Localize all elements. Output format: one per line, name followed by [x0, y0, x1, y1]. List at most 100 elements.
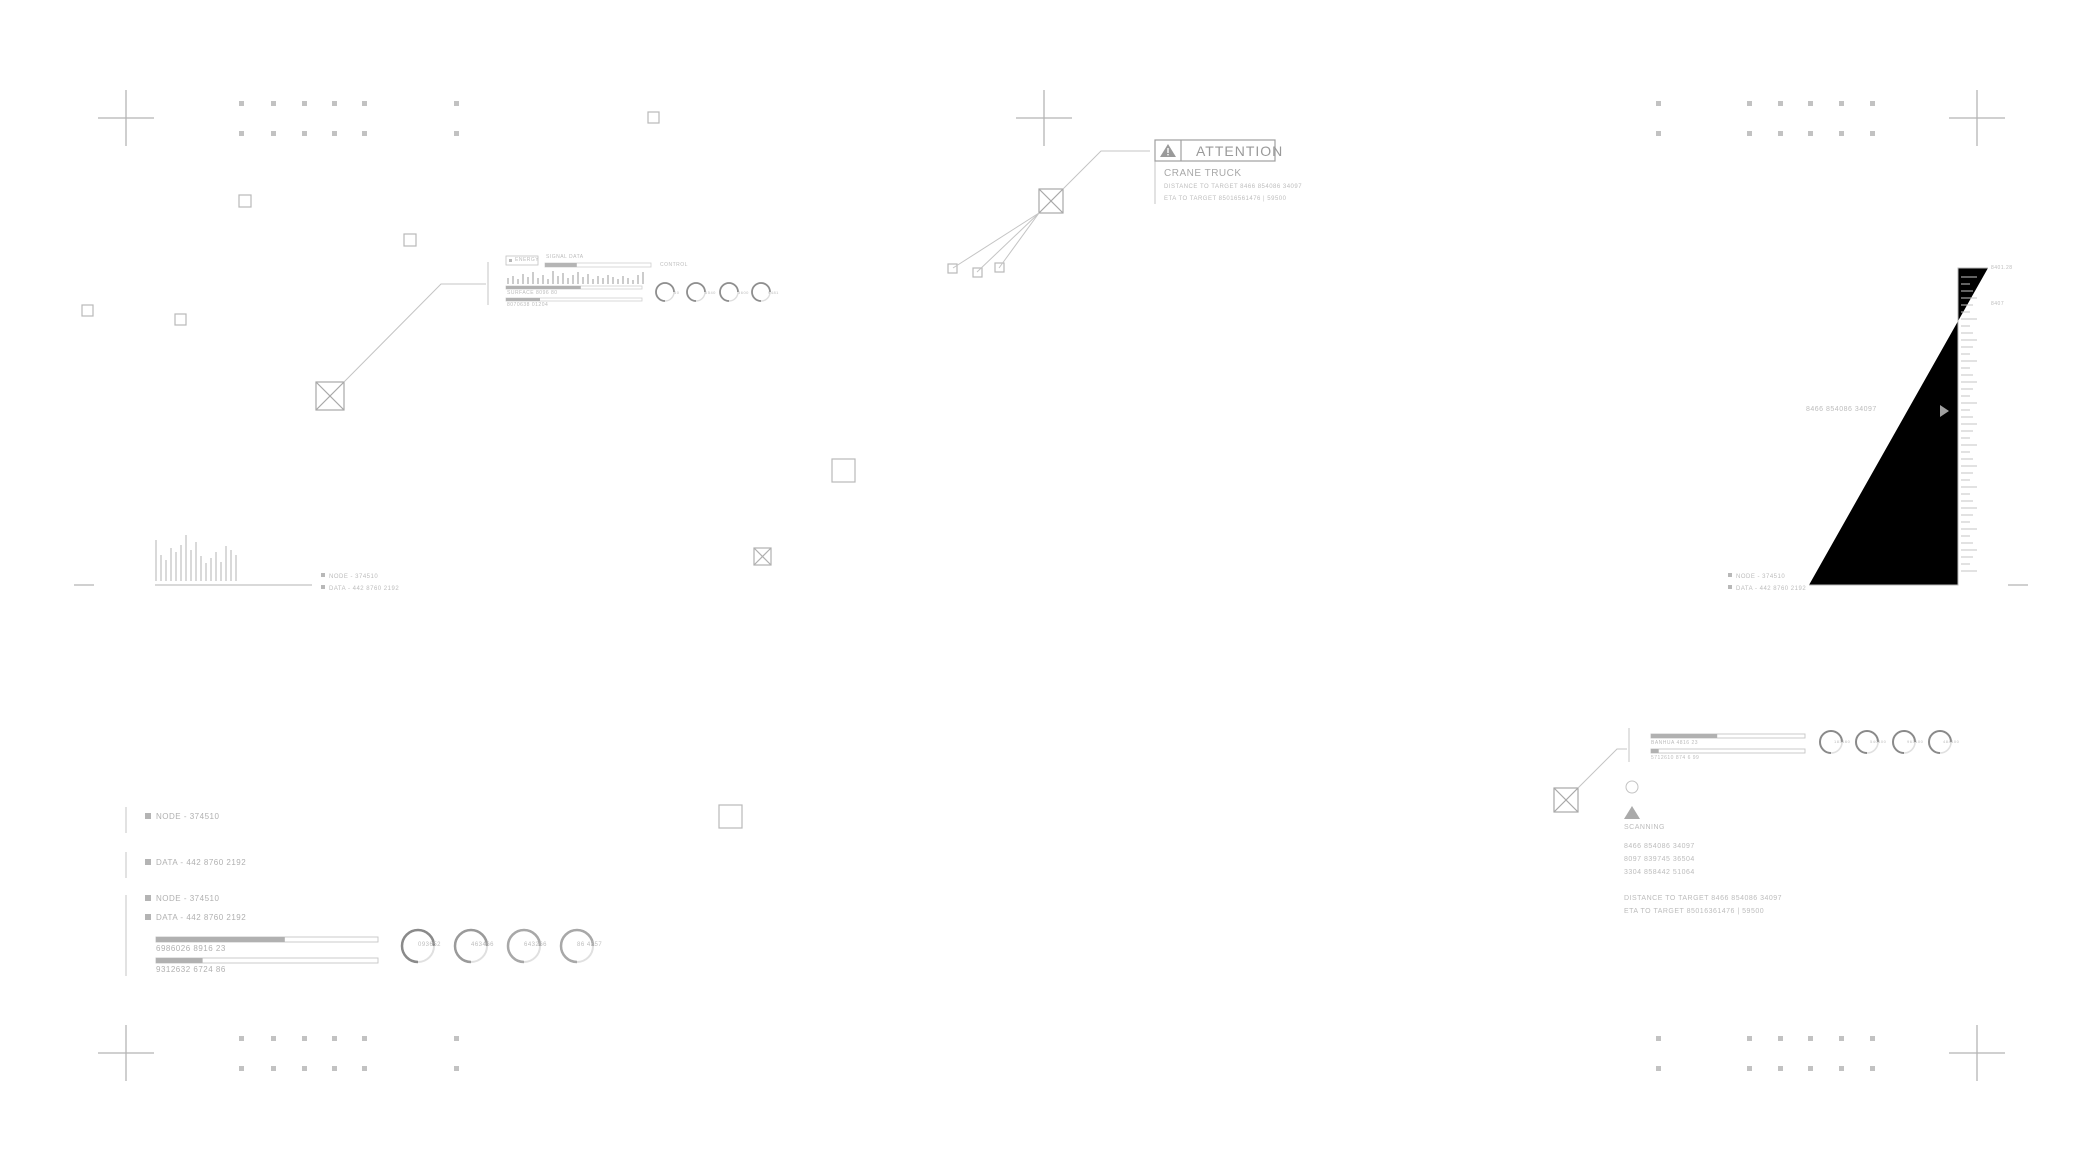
crosshair-icon: [1949, 1025, 2005, 1081]
alert-subject: CRANE TRUCK: [1164, 168, 1242, 179]
gauge-label: 643266: [524, 942, 548, 948]
signal-bar2-label: 8070638 01204: [507, 302, 549, 308]
node-line: NODE - 374510: [145, 894, 219, 903]
dot-grid: [1656, 101, 1875, 136]
node-line: NODE - 374510: [321, 574, 378, 580]
signal-status: CONTROL: [660, 262, 688, 268]
gauge-label: 963100: [1907, 739, 1924, 744]
signal-bars: [507, 271, 644, 284]
bl-bars: [155, 936, 379, 964]
target-box-icon: [1038, 188, 1064, 214]
signal-panel: [505, 255, 652, 302]
bl-bar2-label: 9312632 6724 86: [156, 965, 226, 974]
marker-square: [831, 458, 856, 483]
marker-square: [994, 262, 1005, 273]
scale-ticks: [1961, 276, 1977, 572]
data-line: DATA - 442 8760 2192: [145, 913, 246, 922]
dot-grid: [239, 101, 459, 136]
gauge-label: 463466: [471, 942, 495, 948]
alert-distance: DISTANCE TO TARGET 8466 854086 34097: [1164, 184, 1303, 190]
alert-title: ATTENTION: [1196, 143, 1284, 159]
crosshair-icon: [98, 90, 154, 146]
marker-square: [947, 263, 958, 274]
play-arrow-icon: [1940, 405, 1949, 417]
data-line: DATA - 442 8760 2192: [321, 586, 399, 592]
bl-bar1-label: 6986026 8916 23: [156, 944, 226, 953]
gauge-label: 40: [674, 290, 680, 295]
marker-square: [647, 111, 660, 124]
gauge-ring: [655, 282, 675, 302]
signal-bar1-label: SURFACE 8096 80: [507, 290, 558, 296]
leader-line: [1577, 728, 1630, 789]
br-bar2-fill: [1651, 749, 1659, 753]
scan-line: 3304 858442 51064: [1624, 869, 1695, 876]
gauge-ring: [1892, 730, 1916, 754]
scan-eta: ETA TO TARGET 85016361476 | 59500: [1624, 908, 1765, 915]
signal-badge: ENERGY: [515, 257, 540, 263]
gauge-ring: [1855, 730, 1879, 754]
br-bar1-fill: [1651, 734, 1718, 738]
br-bar1-label: BANHUA 4816 23: [1651, 740, 1699, 746]
gauge-label: 6540: [705, 290, 716, 295]
signal-top-fill: [545, 263, 577, 267]
marker-square: [403, 233, 417, 247]
gauge-ring: [719, 282, 739, 302]
warning-triangle-icon: [1160, 144, 1176, 157]
gauge-ring: [686, 282, 706, 302]
scale-label: 8407: [1991, 301, 2005, 307]
vertical-scale: [1809, 267, 1988, 586]
gauge-label: 540400: [1870, 739, 1887, 744]
scan-distance: DISTANCE TO TARGET 8466 854086 34097: [1624, 895, 1783, 902]
target-box-icon: [315, 381, 345, 411]
crosshair-icon: [98, 1025, 154, 1081]
gauge-label: 093652: [418, 942, 442, 948]
bl-bar2-fill: [156, 958, 203, 963]
bl-bar1-fill: [156, 937, 285, 942]
scan-line: 8097 839745 36504: [1624, 856, 1695, 863]
spike-graph: [155, 535, 312, 586]
data-line: DATA - 442 8760 2192: [145, 858, 246, 867]
gauge-label: 484400: [1943, 739, 1960, 744]
br-bar2-label: 5712610 874 6 99: [1651, 755, 1700, 761]
br-bars: [1650, 733, 1806, 754]
gauge-ring: [559, 928, 595, 964]
scan-ring-icon: [1625, 780, 1639, 794]
marker-square: [718, 804, 743, 829]
gauge-label: 86 4357: [577, 942, 603, 948]
dot-grid: [1656, 1036, 1875, 1071]
alert-eta: ETA TO TARGET 85016561476 | 59500: [1164, 196, 1287, 202]
marker-square: [972, 267, 983, 278]
gauge-ring: [1928, 730, 1952, 754]
scan-line: 8466 854086 34097: [1624, 843, 1695, 850]
marker-square: [81, 304, 94, 317]
signal-bar1-fill: [506, 286, 581, 289]
gauge-label: 183460: [1834, 739, 1851, 744]
marker-square: [238, 194, 252, 208]
leader-line: [952, 143, 1156, 273]
node-line: NODE - 374510: [145, 812, 219, 821]
target-readout: 8466 854086 34097: [1806, 406, 1877, 413]
scan-status: SCANNING: [1624, 824, 1665, 831]
leader-line: [343, 262, 489, 383]
target-box-icon: [1553, 787, 1579, 813]
gauge-ring: [453, 928, 489, 964]
node-line: NODE - 374510: [1728, 574, 1785, 580]
target-box-icon: [753, 547, 772, 566]
gauge-label: 9481: [768, 290, 779, 295]
gauge-label: 3600: [738, 290, 749, 295]
gauge-ring: [400, 928, 436, 964]
crosshair-icon: [1016, 90, 1072, 146]
signal-bar2-fill: [506, 298, 540, 301]
gauge-ring: [1819, 730, 1843, 754]
marker-square: [174, 313, 187, 326]
crosshair-icon: [1949, 90, 2005, 146]
dot-grid: [239, 1036, 459, 1071]
scale-label: 8401.28: [1991, 265, 2013, 271]
gauge-ring: [506, 928, 542, 964]
gauge-ring: [751, 282, 771, 302]
data-line: DATA - 442 8760 2192: [1728, 586, 1806, 592]
alert-frame: [1154, 139, 1276, 162]
scan-triangle-icon: [1624, 806, 1640, 819]
